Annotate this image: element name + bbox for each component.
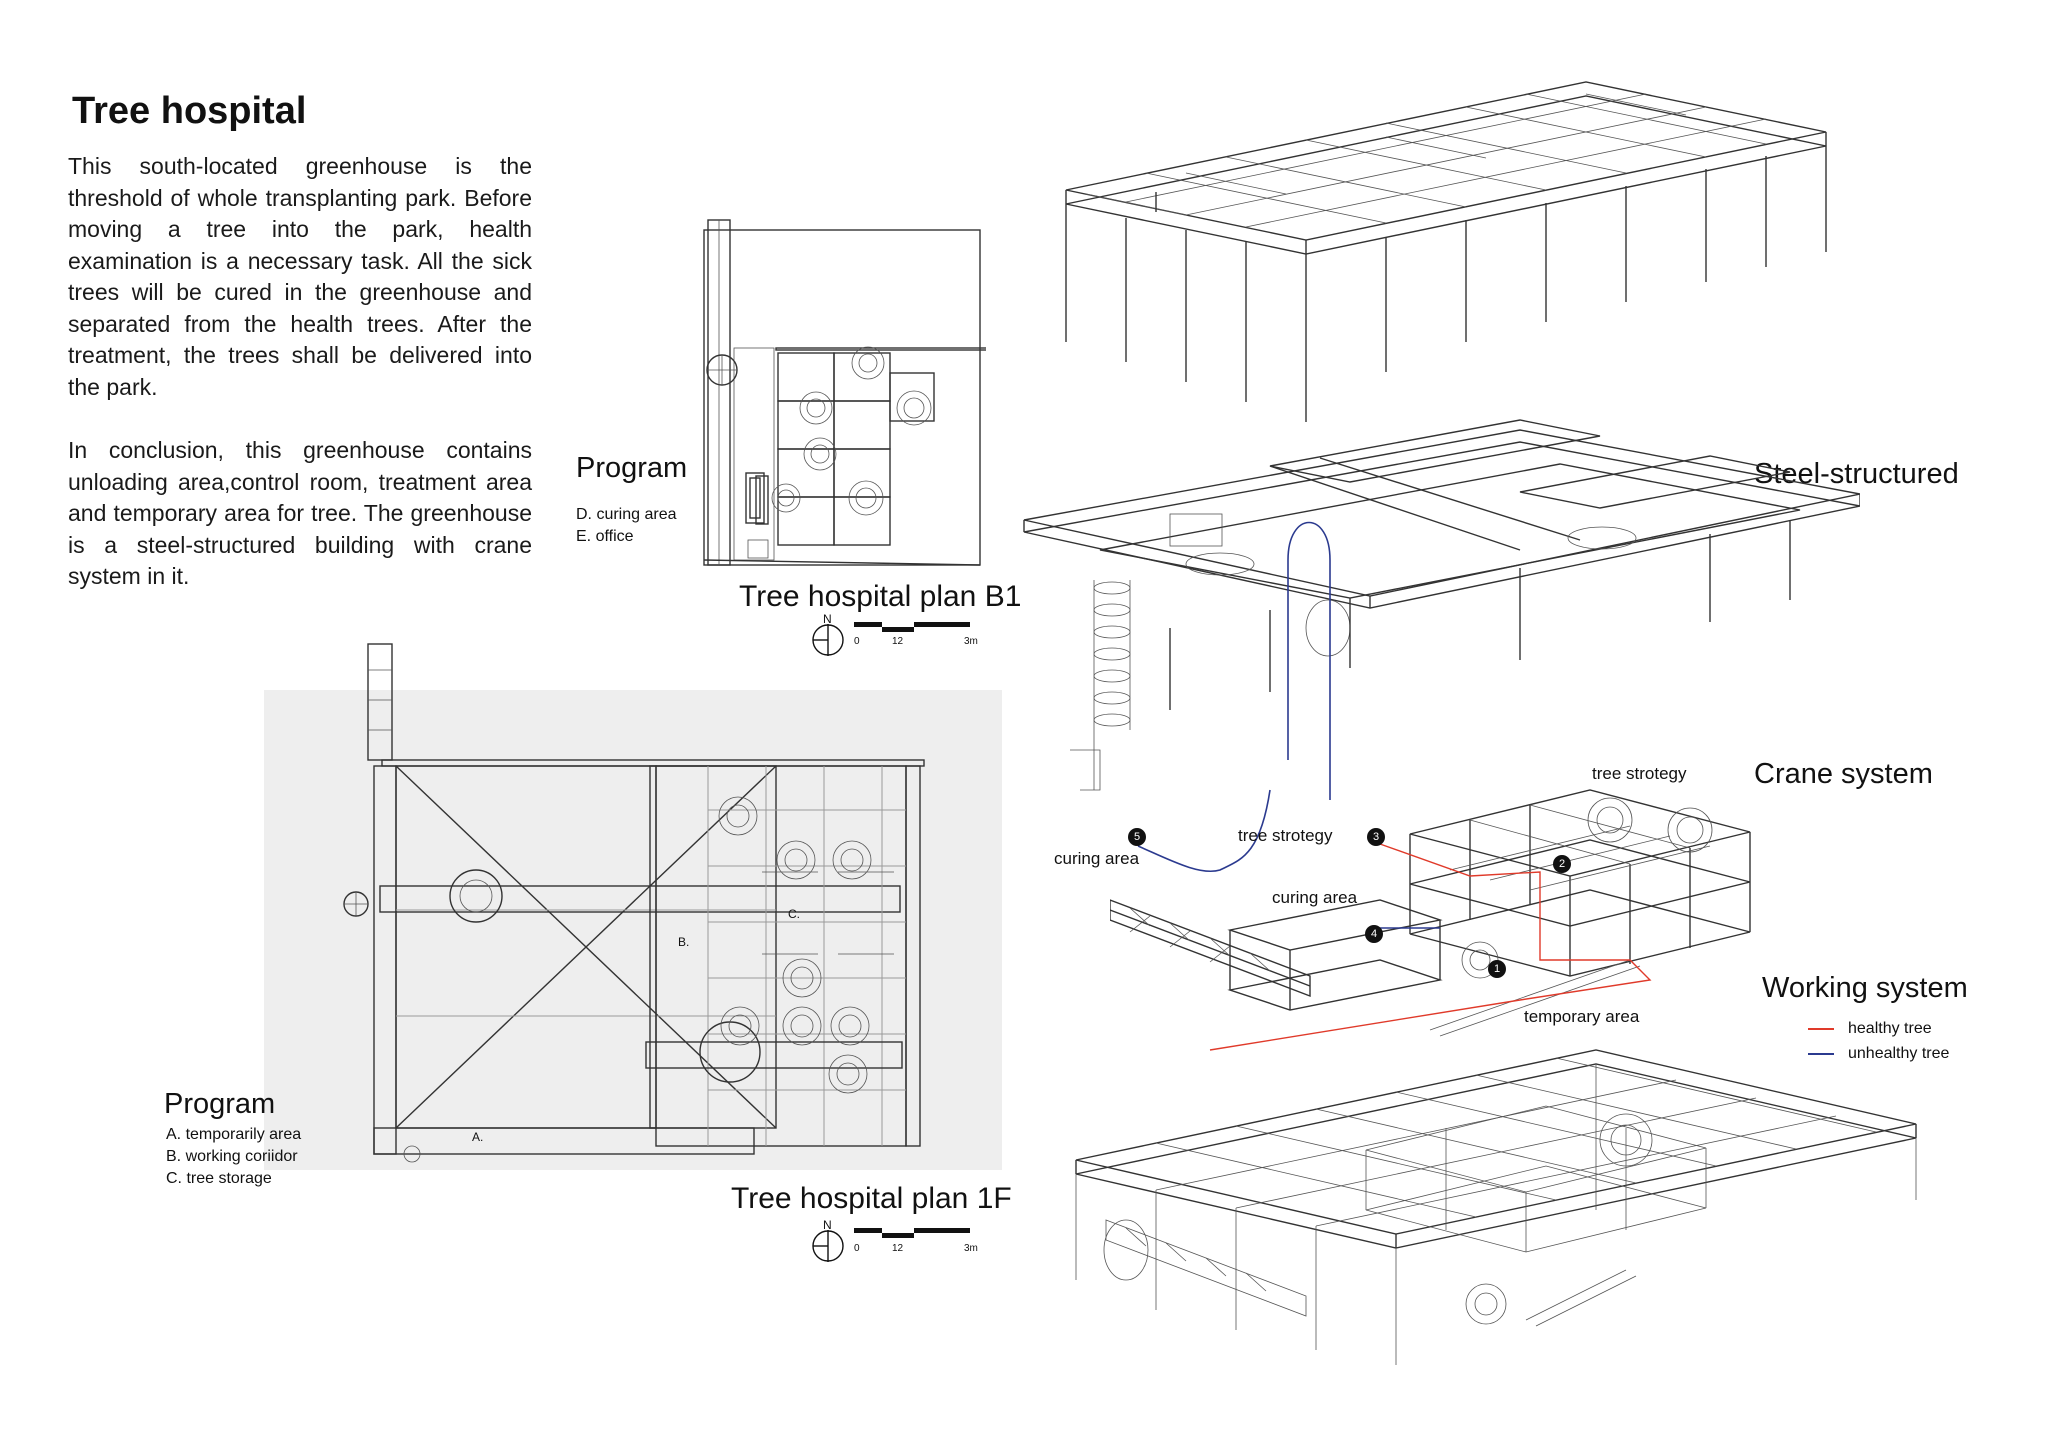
scale-label: 3m: [964, 1243, 978, 1254]
marker-4: 4: [1365, 925, 1383, 943]
scale-label: 0: [854, 1243, 860, 1254]
label-curing-area-5: curing area: [1054, 849, 1140, 868]
plan-b1-title: Tree hospital plan B1: [739, 580, 1022, 613]
crane-beam-axonometric: [1023, 419, 1860, 800]
page-title: Tree hospital: [72, 90, 307, 132]
marker-3: 3: [1367, 828, 1385, 846]
marker-1: 1: [1488, 960, 1506, 978]
label-temporary-area: temporary area: [1524, 1007, 1640, 1026]
plan-b1-north-arrow: N: [810, 612, 846, 656]
full-assembly-axonometric: [1075, 1049, 1917, 1365]
compass-icon: [812, 624, 844, 656]
scale-label: 12: [892, 1243, 904, 1254]
north-label: N: [823, 612, 832, 626]
steel-roof-frame-axonometric: [1065, 81, 1827, 422]
legend-swatch-red: [1808, 1027, 1834, 1030]
working-system-label: Working system: [1762, 972, 1968, 1004]
plan-1f-program-item: A. temporarily area: [166, 1126, 302, 1143]
marker-5: 5: [1128, 828, 1146, 846]
intro-paragraph-1: This south-located greenhouse is the thr…: [68, 153, 532, 400]
marker-2: 2: [1553, 855, 1571, 873]
plan-1f-program-heading: Program: [164, 1088, 276, 1120]
working-system-axonometric: [1110, 789, 1751, 1051]
plan-b1-program-item: D. curing area: [576, 506, 677, 523]
label-curing-area-4: curing area: [1272, 888, 1358, 907]
legend-item-unhealthy: unhealthy tree: [1808, 1041, 1949, 1066]
plan-b1-scale-bar: [854, 622, 970, 632]
plan-1f-area-label-c: C.: [788, 907, 800, 921]
intro-paragraph-2: In conclusion, this greenhouse contains …: [68, 437, 532, 589]
plan-1f-drawing: [264, 643, 1002, 1170]
plan-1f-program-item: B. working coriidor: [166, 1148, 298, 1165]
plan-1f-title: Tree hospital plan 1F: [731, 1182, 1012, 1215]
legend-label: healthy tree: [1848, 1019, 1932, 1037]
legend-label: unhealthy tree: [1848, 1044, 1950, 1062]
steel-structured-label: Steel-structured: [1754, 458, 1959, 490]
plan-1f-north-arrow: N: [810, 1218, 846, 1262]
plan-b1-drawing: [703, 219, 986, 566]
compass-icon: [812, 1230, 844, 1262]
plan-b1-scale-labels: 0 12 3m: [852, 636, 982, 650]
label-tree-strotegy-3: tree strotegy: [1238, 826, 1333, 845]
crane-system-label: Crane system: [1754, 758, 1933, 790]
plan-1f-area-label-a: A.: [472, 1130, 484, 1144]
plan-b1-program-list: D. curing area E. office: [576, 504, 677, 548]
legend-item-healthy: healthy tree: [1808, 1016, 1949, 1041]
label-tree-strotegy-2: tree strotegy: [1592, 764, 1687, 783]
plan-1f-scale-labels: 0 12 3m: [852, 1243, 982, 1257]
plan-1f-scale-bar: [854, 1228, 970, 1238]
legend-swatch-blue: [1808, 1052, 1834, 1055]
plan-1f-area-label-b: B.: [678, 935, 690, 949]
north-label: N: [823, 1218, 832, 1232]
scale-label: 12: [892, 636, 904, 647]
plan-b1-program-item: E. office: [576, 528, 634, 545]
scale-label: 0: [854, 636, 860, 647]
plan-b1-program-heading: Program: [576, 452, 688, 484]
plan-1f-program-list: A. temporarily area B. working coriidor …: [166, 1124, 301, 1190]
scale-label: 3m: [964, 636, 978, 647]
path-legend: healthy tree unhealthy tree: [1808, 1016, 1949, 1066]
plan-1f-program-item: C. tree storage: [166, 1170, 272, 1187]
